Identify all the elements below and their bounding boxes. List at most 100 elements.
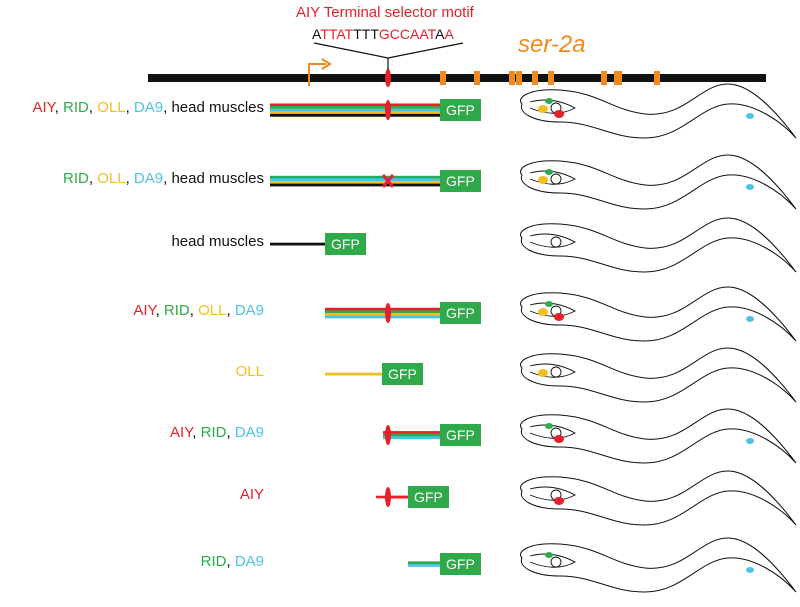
promoter-line [270,242,325,246]
exon [614,71,622,85]
motif-sequence: ATTATTTTGCCAATAA [312,25,454,43]
row-label-part: AIY [239,486,264,503]
promoter-line [383,436,440,440]
row-label-part: OLL [235,363,264,380]
row-label-part: AIY [133,302,156,319]
cell-da9 [746,316,754,322]
row-label: AIY [240,486,264,504]
row-label: AIY, RID, OLL, DA9, head muscles [32,99,264,117]
motif-site [385,303,391,323]
row-label-part: , [88,99,98,116]
worm-outline [520,347,797,403]
promoter-line [270,183,440,187]
row-label: AIY, RID, OLL, DA9 [133,302,264,320]
gfp-box: GFP [440,553,481,575]
genomic-locus-line [148,74,766,82]
row-label: head muscles [171,233,264,251]
exon [509,71,515,85]
row-label-part: , [155,302,164,319]
pharynx-outline [529,486,576,501]
row-label-part: RID [200,553,227,570]
cell-aiy [554,435,564,443]
tss-arrow-head [321,58,332,70]
promoter-line [383,433,440,437]
worm-outline [520,470,797,526]
cell-oll [538,369,548,377]
pharynx-outline [529,233,576,248]
motif-site [385,100,391,120]
cell-aiy [554,497,564,505]
cell-oll [538,176,548,184]
nerve-ring [550,236,562,248]
motif-site [385,69,391,87]
gfp-box: GFP [382,363,423,385]
promoter-line [325,372,382,376]
worm-outline [520,217,797,273]
sequence-part: A [444,26,454,42]
row-label-part: , [226,553,235,570]
row-label-part: RID [63,170,89,187]
row-label-part: , [125,99,134,116]
worm-outline [520,286,797,342]
gfp-box: GFP [440,170,481,192]
nerve-ring [550,173,562,185]
cell-oll [538,105,548,113]
tss-arrow [308,63,326,86]
cell-aiy [554,313,564,321]
cell-rid [545,423,553,429]
motif-callout [313,42,464,59]
row-label-part: DA9 [133,99,164,116]
row-label-part: , [192,424,201,441]
promoter-line [325,310,440,314]
row-label: OLL [236,363,264,381]
mutated-motif-cross [381,174,395,188]
promoter-line [270,108,440,112]
row-label-part: AIY [32,99,55,116]
pharynx-outline [529,424,576,439]
row-label-part: , [226,424,235,441]
promoter-line [408,561,440,565]
exon [548,71,554,85]
row-label-part: OLL [97,99,126,116]
motif-site [385,425,391,445]
row-label-part: , head muscles [163,99,264,116]
pharynx-outline [529,553,576,568]
promoter-line [325,315,440,319]
cell-da9 [746,184,754,190]
cell-rid [545,169,553,175]
promoter-line [270,111,440,115]
row-label-part: , [54,99,64,116]
gfp-box: GFP [325,233,366,255]
exon [440,71,446,85]
cell-da9 [746,567,754,573]
row-label-part: , [125,170,134,187]
row-label-part: OLL [97,170,126,187]
sequence-part: TTT [353,26,379,42]
cell-aiy [554,110,564,118]
row-label-part: , [189,302,199,319]
cell-da9 [746,113,754,119]
row-label-part: , [226,302,235,319]
exon [654,71,660,85]
worm-outline [520,154,797,210]
exon [601,71,607,85]
row-label-part: RID [163,302,190,319]
row-label-part: , [88,170,98,187]
promoter-line [270,181,440,184]
promoter-line [270,106,440,109]
row-label-part: AIY [170,424,193,441]
promoter-line [270,103,440,107]
sequence-part: A [312,26,321,42]
row-label: RID, OLL, DA9, head muscles [63,170,264,188]
motif-title: AIY Terminal selector motif [296,4,474,21]
promoter-line [325,307,440,311]
gene-name: ser-2a [518,31,586,58]
row-label-part: RID [200,424,227,441]
motif-site [385,487,391,507]
sequence-part: GCCAAT [378,26,436,42]
promoter-line [270,113,440,117]
row-label-part: head muscles [171,233,264,250]
gfp-box: GFP [440,424,481,446]
